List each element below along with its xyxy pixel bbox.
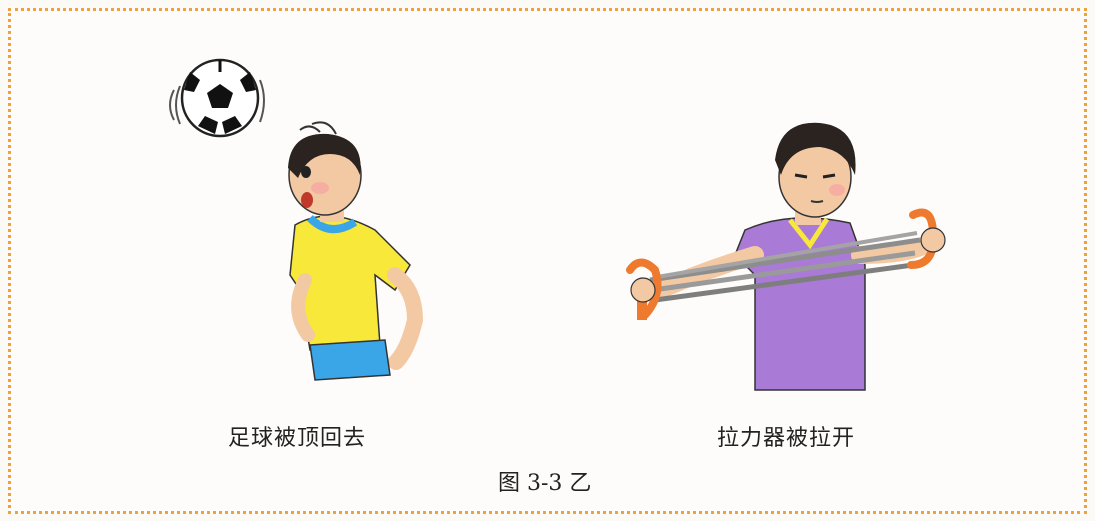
figure-title: 图 3-3 乙: [498, 471, 592, 496]
motion-lines-icon: [169, 89, 175, 121]
right-caption: 拉力器被拉开: [717, 426, 856, 451]
boy-pulling-chest-expander-illustration: [626, 122, 946, 391]
left-caption: 足球被顶回去: [228, 426, 367, 451]
boy-heading-soccer-ball-illustration: [169, 58, 424, 381]
soccer-ball-icon: [180, 58, 260, 138]
